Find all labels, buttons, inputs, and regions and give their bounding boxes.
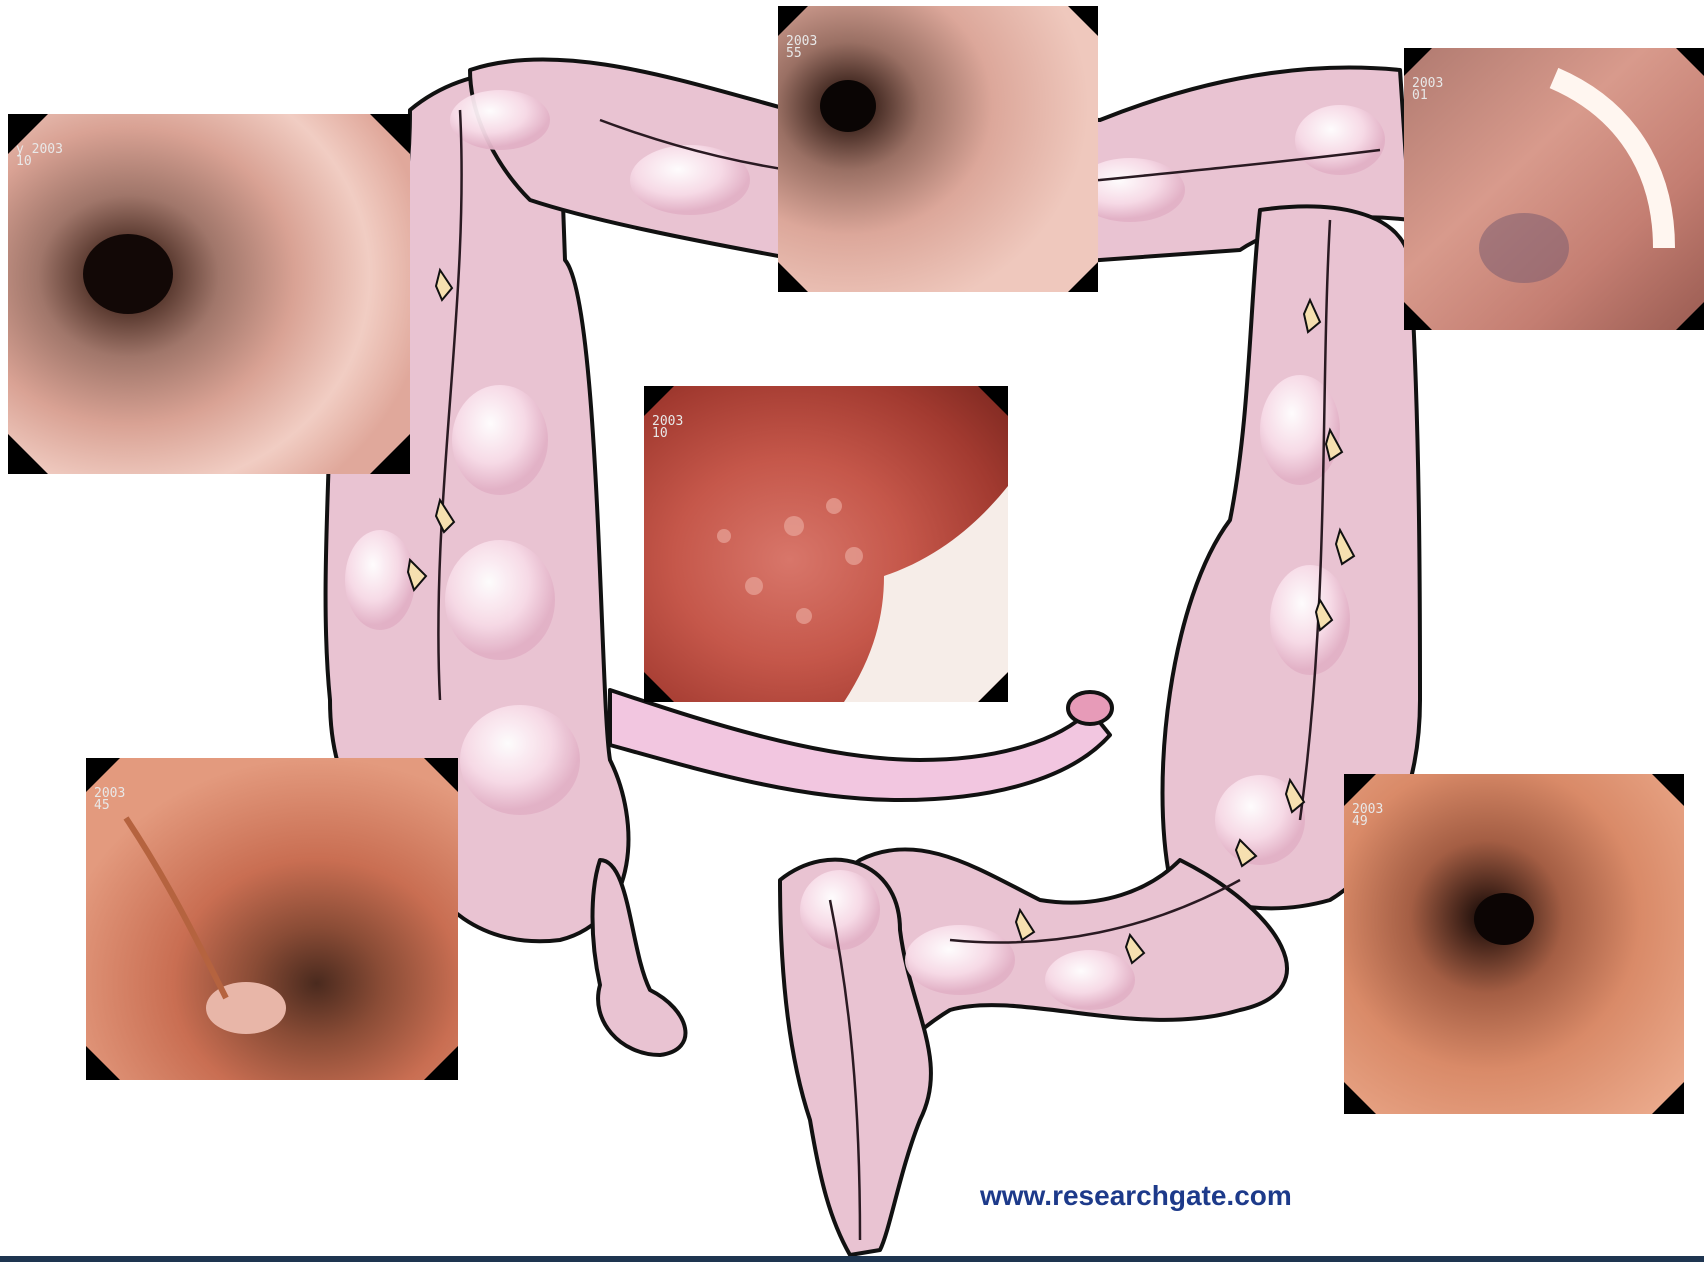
appendix (593, 860, 686, 1055)
ileum-opening (1068, 692, 1112, 724)
bottom-rule (0, 1256, 1704, 1262)
terminal-ileum (610, 690, 1110, 800)
watermark-url: www.researchgate.com (980, 1180, 1292, 1212)
